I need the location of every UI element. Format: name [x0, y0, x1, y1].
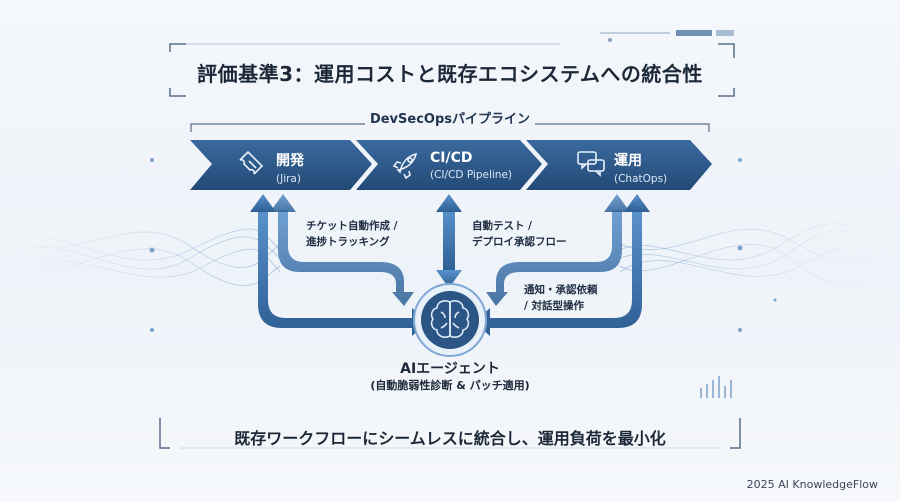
ticket-icon [239, 150, 264, 175]
right-waves [619, 223, 900, 285]
footer-credit: 2025 AI KnowledgeFlow [746, 478, 878, 491]
stage-cicd-sub: (CI/CD Pipeline) [430, 169, 513, 181]
stage-dev-name: 開発 [276, 153, 304, 169]
brain-icon [430, 300, 470, 338]
agent-name: AIエージェント [400, 361, 500, 377]
agent-node [413, 283, 487, 357]
stage-dev: 開発 (Jira) [276, 150, 304, 185]
frame [159, 43, 741, 449]
decor-bars [700, 376, 732, 398]
flow-label-right: 通知・承認依頼 / 対話型操作 [524, 284, 598, 312]
decor-dots [149, 158, 777, 332]
stage-cicd: CI/CD (CI/CD Pipeline) [430, 150, 512, 181]
agent-description: (自動脆弱性診断 & パッチ適用) [370, 379, 530, 392]
stage-chevron-dev [190, 140, 372, 190]
pipeline-label: DevSecOpsパイプライン [369, 112, 531, 127]
rocket-icon [392, 152, 418, 180]
tagline: 既存ワークフローにシームレスに統合し、運用負荷を最小化 [234, 429, 666, 448]
stage-cicd-name: CI/CD [430, 150, 473, 166]
stage-chevron-ops [526, 140, 712, 190]
left-flow-arrow [250, 194, 428, 336]
stage-dev-sub: (Jira) [276, 173, 301, 185]
page-title: 評価基準3：運用コストと既存エコシステムへの統合性 [197, 62, 703, 86]
stage-chevron-cicd [356, 140, 542, 190]
stage-ops-sub: (ChatOps) [614, 173, 668, 185]
top-right-decoration [600, 30, 734, 42]
right-flow-arrow [474, 194, 650, 336]
flow-label-left: チケット自動作成 / 進捗トラッキング [306, 220, 398, 248]
center-flow-arrow [436, 194, 462, 288]
stage-ops: 運用 (ChatOps) [614, 150, 667, 185]
chat-bubbles-icon [577, 151, 605, 177]
stage-ops-name: 運用 [614, 153, 642, 169]
flow-label-center: 自動テスト / デプロイ承認フロー [472, 220, 567, 248]
